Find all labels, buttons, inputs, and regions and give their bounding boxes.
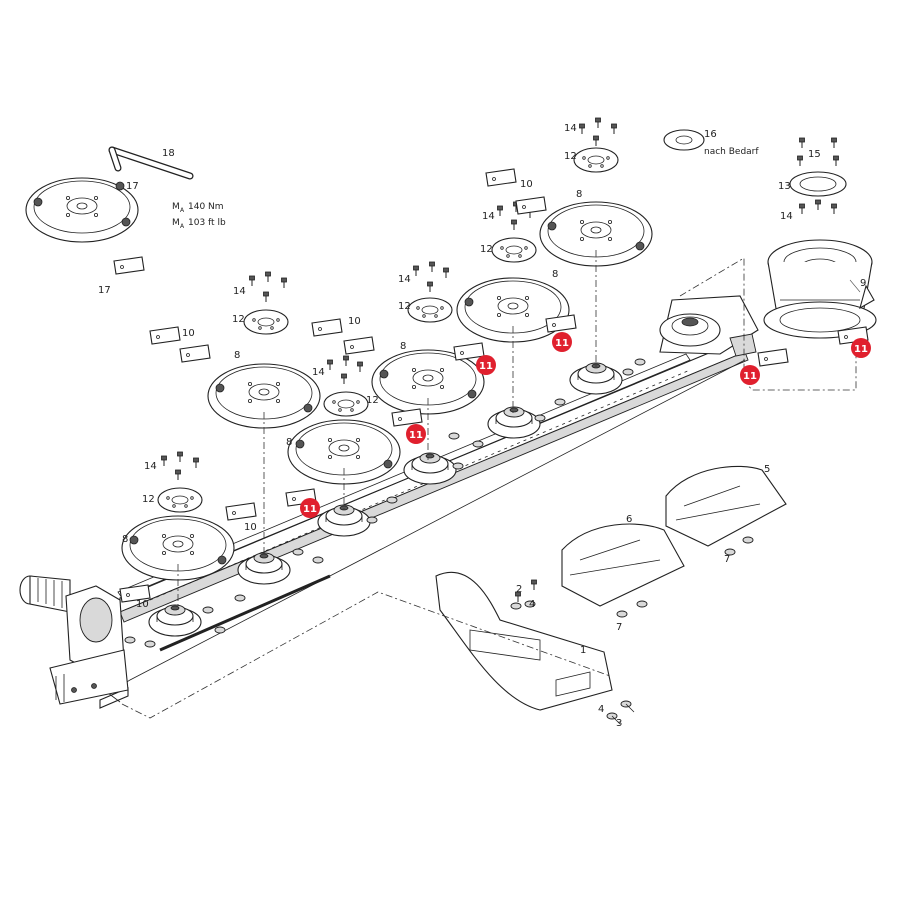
label-knife-10d: 10: [136, 599, 149, 610]
label-wrench-18: 18: [162, 148, 175, 159]
end-drum: [763, 239, 877, 339]
gearbox: [19, 575, 129, 705]
note-optional: nach Bedarf: [704, 147, 759, 157]
label-knife-10a: 10: [182, 328, 195, 339]
label-bolt-15: 15: [808, 149, 821, 160]
label-disc-8f: 8: [576, 189, 582, 200]
label-skid-1: 1: [580, 645, 586, 656]
annotations: nach Bedarf M A 140 Nm M A 103 ft lb: [172, 147, 759, 230]
badge-11-f[interactable]: 11: [851, 338, 871, 358]
badge-11-d[interactable]: 11: [552, 332, 572, 352]
label-nut-17a: 17: [126, 181, 139, 192]
torque-value-ftlb: 103 ft lb: [188, 218, 226, 228]
svg-text:11: 11: [555, 338, 569, 349]
label-nut-17b: 17: [98, 285, 111, 296]
part-labels: 1 2 3 4 4 5 6 7 7 8 8 8 8 8 8 9 10 10 10…: [98, 123, 866, 729]
label-hub-12c: 12: [142, 494, 155, 505]
label-knife-10e: 10: [520, 179, 533, 190]
label-bolt-14g: 14: [780, 211, 793, 222]
torque-symbol-nm: M: [172, 202, 180, 212]
label-plate-16: 16: [704, 129, 717, 140]
svg-text:11: 11: [479, 361, 493, 372]
label-bolt-14f: 14: [564, 123, 577, 134]
skid-5: [665, 465, 787, 547]
label-bolt-3: 3: [616, 718, 622, 729]
badge-11-b[interactable]: 11: [406, 424, 426, 444]
label-nut-7b: 7: [724, 554, 730, 565]
label-skid-5: 5: [764, 464, 770, 475]
label-nut-7a: 7: [616, 622, 622, 633]
badge-11-c[interactable]: 11: [476, 355, 496, 375]
label-bolt-14d: 14: [398, 274, 411, 285]
label-cover-9: 9: [860, 278, 866, 289]
skid-6: [561, 523, 685, 607]
label-bolt-2: 2: [516, 584, 522, 595]
label-bolt-14c: 14: [144, 461, 157, 472]
torque-value-nm: 140 Nm: [188, 202, 224, 212]
label-hub-12a: 12: [232, 314, 245, 325]
label-bolt-14a: 14: [233, 286, 246, 297]
label-hub-12f: 12: [564, 151, 577, 162]
label-hub-12d: 12: [398, 301, 411, 312]
label-skid-6: 6: [626, 514, 632, 525]
label-knife-10b: 10: [348, 316, 361, 327]
label-bolt-14e: 14: [482, 211, 495, 222]
label-hub-12b: 12: [366, 395, 379, 406]
bearing-ring: [663, 129, 847, 197]
label-bolt-14b: 14: [312, 367, 325, 378]
assembly-lines: [121, 250, 857, 719]
label-nut-4a: 4: [529, 599, 535, 610]
skid-1: [435, 571, 613, 711]
svg-text:11: 11: [854, 344, 868, 355]
torque-symbol-ftlb: M: [172, 218, 180, 228]
label-nut-4b: 4: [598, 704, 604, 715]
right-end-guard: [659, 295, 759, 357]
skid-bolts: [510, 536, 754, 725]
badge-11-a[interactable]: 11: [300, 498, 320, 518]
label-knife-10c: 10: [244, 522, 257, 533]
label-disc-8d: 8: [400, 341, 406, 352]
highlight-badges: 11 11 11 11 11 11: [300, 332, 871, 518]
label-disc-8b: 8: [234, 350, 240, 361]
torque-subscript-nm: A: [180, 207, 185, 214]
badge-11-e[interactable]: 11: [740, 365, 760, 385]
label-hub-12e: 12: [480, 244, 493, 255]
svg-text:11: 11: [303, 504, 317, 515]
svg-text:11: 11: [743, 371, 757, 382]
torque-subscript-ftlb: A: [180, 223, 185, 230]
label-disc-8a: 8: [122, 534, 128, 545]
svg-text:11: 11: [409, 430, 423, 441]
label-disc-8e: 8: [552, 269, 558, 280]
label-disc-8c: 8: [286, 437, 292, 448]
disc-wrench: [108, 146, 194, 191]
label-ring-13: 13: [778, 181, 791, 192]
